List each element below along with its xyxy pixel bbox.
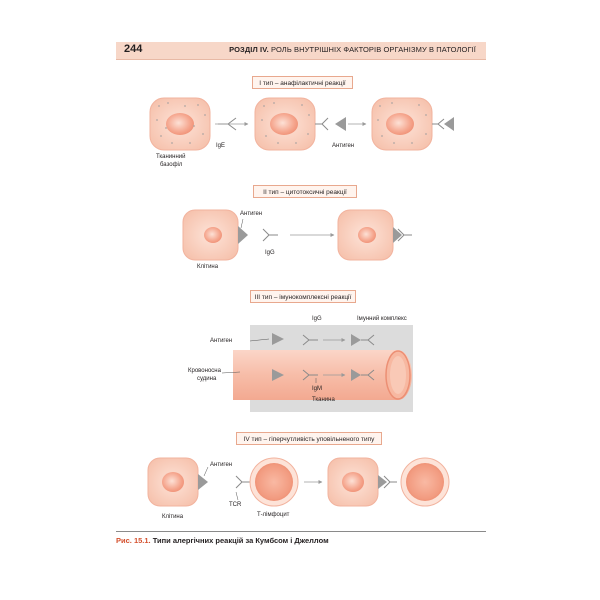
basophil-cell [149, 97, 211, 151]
basophil-cell-degranulating [371, 97, 433, 151]
tissue-label: Тканина [312, 397, 335, 403]
type1-antigen-label: Антиген [332, 143, 355, 149]
target-cell-type4 [147, 457, 199, 507]
caption-text: Типи алергічних реакцій за Кумбсом і Дже… [150, 536, 329, 545]
type3-title: III тип – імунокомплексні реакції [250, 290, 356, 303]
type2-title: II тип – цитотоксичні реакції [253, 185, 357, 198]
type2-diagram [182, 209, 412, 261]
target-cell-type4-bound [327, 457, 379, 507]
type4-diagram [147, 457, 450, 507]
type3-igg-label: IgG [312, 316, 322, 322]
t-lymphocyte [249, 457, 299, 507]
type1-diagram [149, 97, 454, 151]
free-antigen-1 [272, 333, 284, 345]
igg-antibody [262, 228, 278, 242]
basophil-cell-sensitized [254, 97, 316, 151]
vessel-label-line1: Кровоносна [188, 368, 221, 374]
t-lymphocyte-activated [400, 457, 450, 507]
antigen-triangle [335, 117, 346, 131]
opsonized-antigen [393, 227, 402, 243]
bound-ige [315, 117, 329, 131]
basophil-label-line1: Тканинний [156, 154, 186, 160]
section-title-bold: Розділ IV. [229, 45, 269, 54]
section-title: Розділ IV. Роль внутрішніх факторів орга… [229, 45, 476, 54]
igg-label: IgG [265, 250, 275, 256]
type4-title: IV тип – гіперчутливість уповільненого т… [236, 432, 382, 445]
lymphocyte-label: Т-лімфоцит [257, 512, 290, 518]
figure-caption: Рис. 15.1. Типи алергічних реакцій за Ку… [116, 536, 329, 545]
type2-cell-label: Клітина [197, 264, 219, 270]
immune-complex-1 [351, 334, 375, 346]
type4-antigen [198, 474, 208, 490]
bound-igg [397, 228, 412, 242]
igm-type3 [302, 369, 318, 381]
free-antigen-2 [272, 369, 284, 381]
tcr-receptor [235, 475, 250, 489]
blood-vessel [233, 350, 412, 400]
ige-label: IgE [216, 143, 226, 149]
page-number: 244 [124, 43, 143, 55]
type4-bound-antigen [378, 475, 387, 489]
tcr-label: TCR [229, 502, 242, 508]
type1-title: I тип – анафілактичні реакції [252, 76, 353, 89]
cell-antigen [238, 226, 248, 244]
section-title-rest: Роль внутрішніх факторів організму в пат… [268, 45, 476, 54]
crosslinked-ige [432, 118, 445, 130]
caption-divider [116, 531, 486, 532]
bound-antigen [444, 117, 454, 131]
type4-antigen-label: Антиген [210, 462, 233, 468]
running-header: 244 Розділ IV. Роль внутрішніх факторів … [116, 42, 486, 60]
tcr-bound [383, 475, 397, 489]
type3-diagram [221, 325, 413, 412]
caption-number: Рис. 15.1. [116, 536, 151, 545]
type2-antigen-label: Антиген [240, 211, 263, 217]
igg-type3 [302, 334, 318, 346]
immune-complex-2 [351, 369, 375, 381]
type3-antigen-label: Антиген [210, 338, 233, 344]
type4-cell-label: Клітина [162, 514, 184, 520]
target-cell-opsonized [337, 209, 394, 261]
basophil-label-line2: базофіл [160, 162, 183, 168]
immune-complex-label: Імунний комплекс [357, 316, 407, 322]
target-cell [182, 209, 239, 261]
vessel-label-line2: судина [197, 376, 217, 382]
igm-label: IgM [312, 386, 323, 392]
